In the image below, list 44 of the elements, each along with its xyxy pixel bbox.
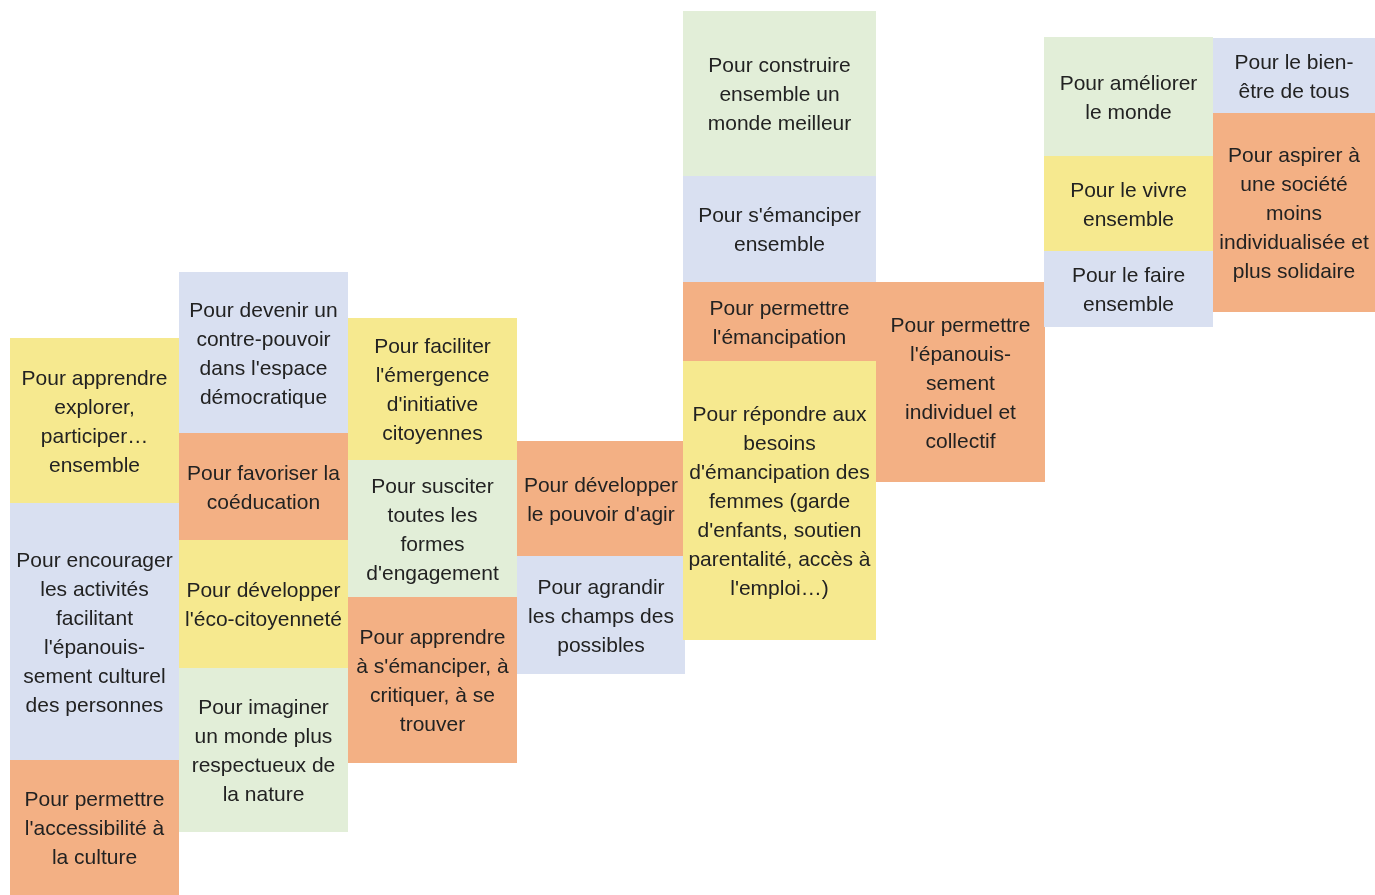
- sticky-note: [179, 272, 348, 433]
- note-text: Pour améliorer le monde: [1058, 69, 1199, 125]
- note-text: Pour permettre l'épanouis-sement individuel et collectif: [889, 311, 1032, 454]
- sticky-note: [179, 540, 348, 668]
- note-text: Pour permettre l'émancipation: [708, 294, 851, 350]
- sticky-note: [683, 11, 876, 176]
- sticky-note: [1044, 251, 1213, 327]
- note-text: Pour aspirer à une société moins individualisée et plus solidaire: [1218, 142, 1370, 284]
- note-text: Pour le vivre ensemble: [1069, 176, 1188, 232]
- note-text: Pour agrandir les champs des possibles: [527, 573, 675, 658]
- sticky-note: [179, 433, 348, 540]
- sticky-note: [517, 441, 685, 556]
- sticky-note: [517, 556, 685, 674]
- note-text: Pour construire ensemble un monde meilleur: [706, 52, 853, 136]
- sticky-note: [683, 361, 876, 640]
- note-text: Pour susciter toutes les formes d'engagement: [365, 472, 500, 586]
- sticky-note: [683, 176, 876, 282]
- note-text: Pour apprendre explorer, participer… ensemble: [20, 364, 169, 478]
- sticky-note: [348, 318, 517, 460]
- note-text: Pour imaginer un monde plus respectueux de la nature: [190, 694, 337, 807]
- note-text: Pour développer le pouvoir d'agir: [522, 471, 680, 527]
- note-text: Pour répondre aux besoins d'émancipation des femmes (garde d'enfants, soutien parentalité, accès à l'emploi…): [688, 401, 871, 601]
- sticky-note: [1213, 38, 1375, 113]
- note-text: Pour le faire ensemble: [1070, 262, 1187, 317]
- note-text: Pour s'émanciper ensemble: [697, 202, 862, 257]
- sticky-note: [1044, 37, 1213, 156]
- sticky-note: [348, 597, 517, 763]
- sticky-note: [1044, 156, 1213, 251]
- sticky-note: [1213, 113, 1375, 312]
- note-text: Pour développer l'éco-citoyenneté: [184, 577, 343, 632]
- note-text: Pour devenir un contre-pouvoir dans l'espace démocratique: [188, 296, 339, 410]
- sticky-note: [10, 760, 179, 895]
- sticky-note: [10, 503, 179, 760]
- note-text: Pour permettre l'accessibilité à la culture: [23, 786, 166, 870]
- sticky-note: [10, 338, 179, 503]
- note-text: Pour faciliter l'émergence d'initiative citoyennes: [373, 333, 492, 446]
- note-text: Pour le bien-être de tous: [1233, 48, 1355, 104]
- note-text: Pour favoriser la coéducation: [186, 459, 341, 515]
- sticky-note: [876, 282, 1045, 482]
- sticky-note: [683, 282, 876, 361]
- sticky-note: [348, 460, 517, 597]
- note-text: Pour apprendre à s'émanciper, à critiquer, à se trouver: [355, 624, 510, 737]
- note-text: Pour encourager les activités facilitant l'épanouis-sement culturel des personnes: [15, 546, 174, 718]
- sticky-note: [179, 668, 348, 832]
